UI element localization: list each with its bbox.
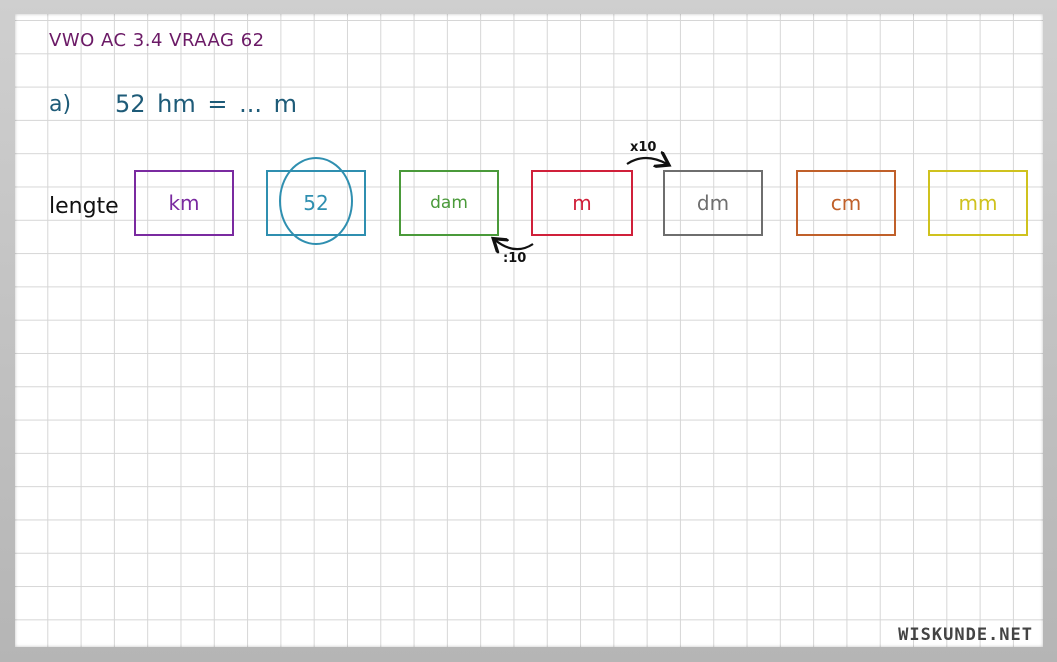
multiply-arrow bbox=[626, 158, 667, 164]
unit-label: dam bbox=[430, 193, 468, 213]
unit-label: dm bbox=[696, 191, 730, 215]
unit-label: cm bbox=[830, 191, 862, 215]
unit-label: km bbox=[168, 191, 200, 215]
unit-label: m bbox=[572, 191, 592, 215]
unit-box-mm: mm bbox=[928, 170, 1028, 236]
unit-box-dam: dam bbox=[399, 170, 499, 236]
row-label: lengte bbox=[49, 194, 119, 219]
highlight-circle bbox=[279, 157, 353, 245]
brand-watermark: WISKUNDE.NET bbox=[898, 625, 1033, 645]
unit-box-km: km bbox=[134, 170, 234, 236]
unit-label: mm bbox=[958, 191, 998, 215]
question-letter: a) bbox=[49, 92, 72, 117]
page-title: VWO AC 3.4 VRAAG 62 bbox=[49, 30, 265, 51]
unit-box-cm: cm bbox=[796, 170, 896, 236]
whiteboard: VWO AC 3.4 VRAAG 62 a) 52 hm = ... m len… bbox=[15, 14, 1043, 647]
question-text: 52 hm = ... m bbox=[115, 90, 298, 118]
divide-arrow bbox=[495, 240, 534, 249]
unit-box-dm: dm bbox=[663, 170, 763, 236]
unit-box-m: m bbox=[531, 170, 633, 236]
divide-label: :10 bbox=[503, 251, 527, 266]
multiply-label: x10 bbox=[630, 140, 657, 155]
